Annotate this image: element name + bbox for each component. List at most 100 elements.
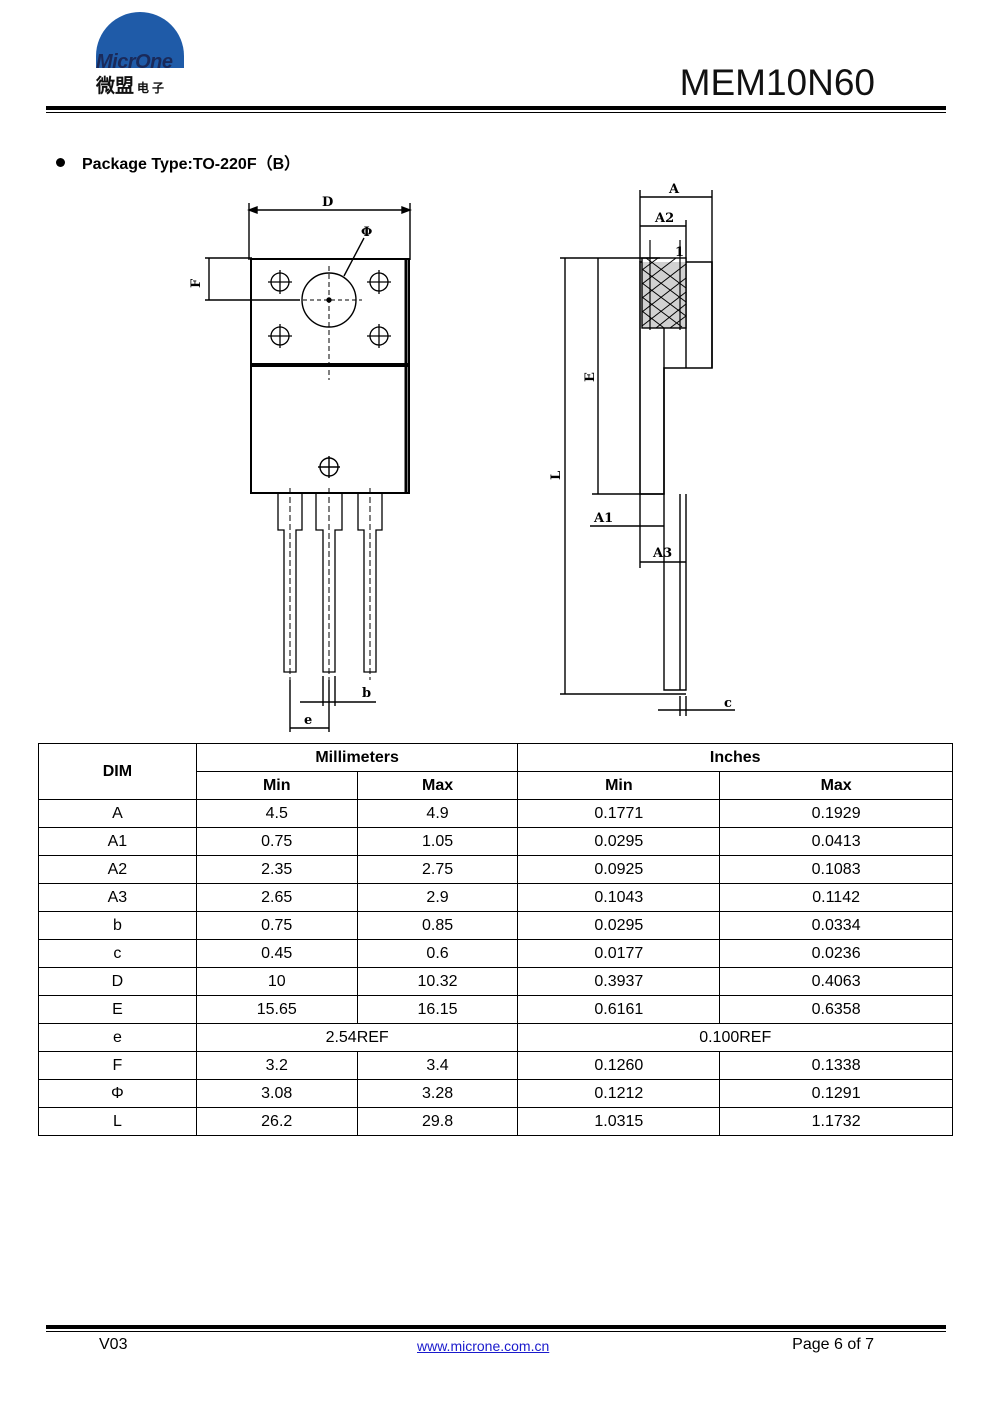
header-rule-thin [46, 112, 946, 113]
side-view [560, 190, 735, 716]
cell-in-min: 0.0295 [517, 911, 721, 940]
label-c: c [724, 696, 732, 711]
header-rule [46, 106, 946, 110]
header-in-min: Min [517, 771, 721, 800]
cell-dim: L [38, 1107, 197, 1136]
cell-in-min: 0.0925 [517, 855, 721, 884]
cell-mm-max: 16.15 [356, 995, 519, 1024]
package-type-heading: Package Type:TO-220F（B） [56, 150, 300, 174]
cell-mm-max: 3.4 [356, 1051, 519, 1080]
front-view [205, 203, 412, 732]
cell-mm-max: 29.8 [356, 1107, 519, 1136]
cell-in-min: 0.3937 [517, 967, 721, 996]
cell-in-min: 0.0295 [517, 827, 721, 856]
cell-in-max: 0.1291 [719, 1079, 953, 1108]
label-A: A [668, 182, 680, 197]
cell-in-max: 0.6358 [719, 995, 953, 1024]
cell-mm-ref: 2.54REF [195, 1023, 519, 1052]
footer-version: V03 [99, 1336, 128, 1353]
cell-in-min: 0.1043 [517, 883, 721, 912]
cell-in-min: 0.1260 [517, 1051, 721, 1080]
cell-in-min: 1.0315 [517, 1107, 721, 1136]
label-pin1: 1 [675, 245, 684, 260]
cell-in-min: 0.0177 [517, 939, 721, 968]
dimensions-table: DIM Millimeters Inches Min Max Min Max A… [38, 743, 953, 1136]
footer-rule [46, 1325, 946, 1329]
cell-mm-min: 2.65 [195, 883, 358, 912]
cell-mm-max: 1.05 [356, 827, 519, 856]
cell-mm-max: 10.32 [356, 967, 519, 996]
label-E: E [583, 372, 598, 382]
cell-mm-max: 0.6 [356, 939, 519, 968]
cell-dim: A2 [38, 855, 197, 884]
label-L: L [549, 471, 564, 480]
cell-dim: Φ [38, 1079, 197, 1108]
cell-mm-min: 0.75 [195, 911, 358, 940]
company-logo [96, 12, 184, 68]
cell-in-min: 0.6161 [517, 995, 721, 1024]
cell-mm-min: 4.5 [195, 799, 358, 828]
cell-in-min: 0.1212 [517, 1079, 721, 1108]
cell-dim: A3 [38, 883, 197, 912]
cell-in-min: 0.1771 [517, 799, 721, 828]
label-D: D [322, 195, 333, 210]
header-millimeters: Millimeters [195, 743, 519, 772]
footer-rule-thin [46, 1331, 946, 1332]
package-outline-drawing: D Φ F b e A A2 1 E L A1 A3 c [189, 182, 735, 732]
label-F: F [189, 278, 204, 288]
cell-mm-max: 0.85 [356, 911, 519, 940]
cell-mm-min: 0.75 [195, 827, 358, 856]
label-e: e [304, 713, 312, 728]
header-inches: Inches [517, 743, 953, 772]
cell-in-max: 0.0236 [719, 939, 953, 968]
logo-wordmark: MicrOne [96, 51, 173, 73]
cell-mm-min: 0.45 [195, 939, 358, 968]
cell-in-ref: 0.100REF [517, 1023, 953, 1052]
cell-in-max: 0.1142 [719, 883, 953, 912]
label-A2: A2 [654, 211, 674, 226]
cell-dim: E [38, 995, 197, 1024]
cell-mm-max: 4.9 [356, 799, 519, 828]
cell-mm-min: 3.2 [195, 1051, 358, 1080]
cell-mm-max: 3.28 [356, 1079, 519, 1108]
cell-mm-max: 2.75 [356, 855, 519, 884]
cell-in-max: 0.4063 [719, 967, 953, 996]
footer-page-number: Page 6 of 7 [792, 1336, 874, 1353]
cell-dim: e [38, 1023, 197, 1052]
cell-dim: F [38, 1051, 197, 1080]
cell-in-max: 0.0334 [719, 911, 953, 940]
label-A3: A3 [652, 546, 672, 561]
cell-dim: c [38, 939, 197, 968]
label-b: b [362, 686, 371, 701]
header-dim: DIM [38, 743, 197, 800]
label-A1: A1 [593, 511, 613, 526]
cell-mm-min: 2.35 [195, 855, 358, 884]
cell-mm-max: 2.9 [356, 883, 519, 912]
part-number-title: MEM10N60 [679, 62, 875, 103]
cell-dim: b [38, 911, 197, 940]
cell-in-max: 1.1732 [719, 1107, 953, 1136]
cell-mm-min: 10 [195, 967, 358, 996]
header-mm-min: Min [195, 771, 358, 800]
header-in-max: Max [719, 771, 953, 800]
cell-in-max: 0.1083 [719, 855, 953, 884]
footer-website-link[interactable]: www.microne.com.cn [417, 1338, 550, 1354]
cell-dim: D [38, 967, 197, 996]
label-phi: Φ [361, 225, 372, 240]
cell-in-max: 0.1338 [719, 1051, 953, 1080]
cell-in-max: 0.0413 [719, 827, 953, 856]
cell-mm-min: 26.2 [195, 1107, 358, 1136]
header-mm-max: Max [356, 771, 519, 800]
